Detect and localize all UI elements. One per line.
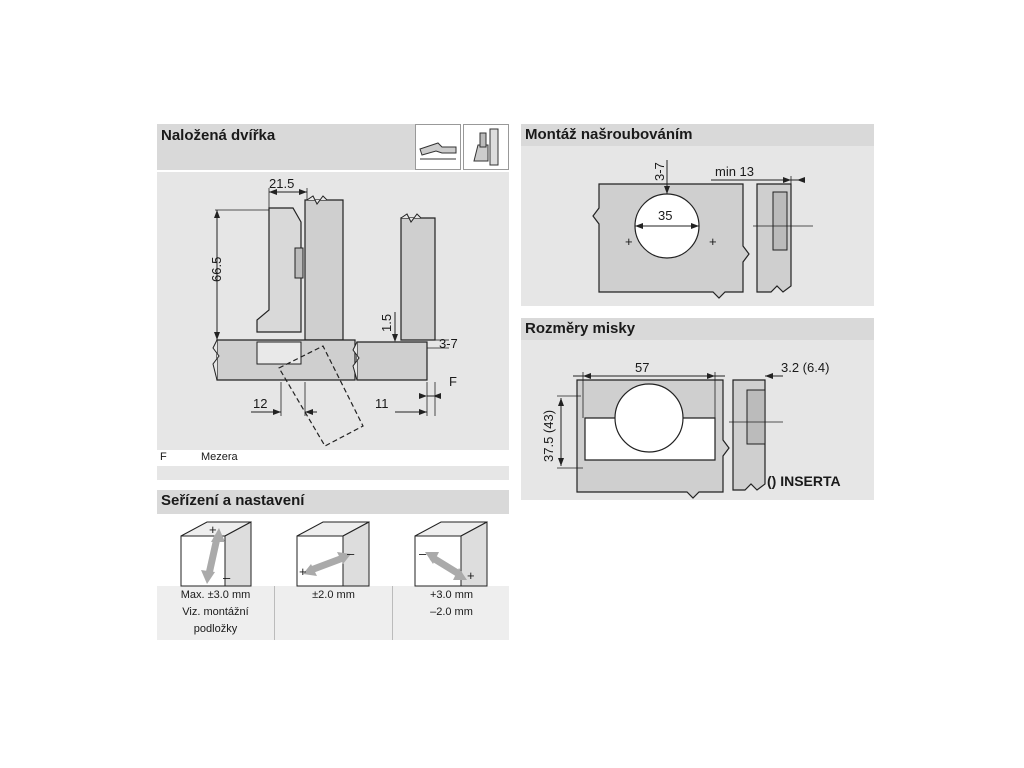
dim-12: 12 xyxy=(253,396,267,411)
adjust-2-minus: – xyxy=(347,546,355,561)
adjust-2-plus: + xyxy=(299,564,307,579)
hinge-side-view-icon xyxy=(473,128,499,166)
mount-dim-min-13: min 13 xyxy=(715,164,754,179)
overlay-title: Naložená dvířka xyxy=(157,124,415,170)
cup-title: Rozměry misky xyxy=(521,318,874,340)
mount-title: Montáž našroubováním xyxy=(521,124,874,146)
mount-diagram: + + 3-7 min 13 35 xyxy=(592,160,813,299)
dim-11: 11 xyxy=(375,396,389,411)
dim-1-5: 1.5 xyxy=(379,314,394,332)
hinge-top-view-icon xyxy=(419,142,457,160)
adjust-caption-2: ±2.0 mm xyxy=(312,589,355,601)
dim-3-7: 3-7 xyxy=(439,336,458,351)
adjust-depth-illustration: + – xyxy=(296,521,370,587)
overlay-footer-strip xyxy=(157,466,509,480)
dim-21-5: 21.5 xyxy=(269,176,294,191)
overlay-icon-box-2 xyxy=(463,124,509,170)
adjust-caption-1: Max. ±3.0 mm Viz. montážní podložky xyxy=(180,589,251,635)
cup-note-inserta: () INSERTA xyxy=(767,473,841,489)
mount-dim-3-7: 3-7 xyxy=(652,162,667,181)
adjust-side-illustration: – + xyxy=(414,521,488,587)
cup-dim-height: 37.5 (43) xyxy=(541,410,556,462)
adjust-3-plus: + xyxy=(467,568,475,583)
adjust-1-minus: – xyxy=(223,570,231,585)
adjust-title: Seřízení a nastavení xyxy=(157,490,509,514)
mount-plus-right: + xyxy=(709,234,717,249)
dim-66-5: 66.5 xyxy=(209,257,224,282)
adjust-vertical-illustration: + – xyxy=(180,521,252,587)
adjust-3-minus: – xyxy=(419,546,427,561)
overlay-legend-row xyxy=(157,450,509,466)
mount-plus-left: + xyxy=(625,234,633,249)
adjust-1-plus: + xyxy=(209,522,217,537)
dim-f: F xyxy=(449,374,457,389)
legend-label: Mezera xyxy=(201,451,238,463)
cup-dim-depth: 3.2 (6.4) xyxy=(781,360,829,375)
cup-dim-57: 57 xyxy=(635,360,649,375)
adjust-caption-3: +3.0 mm –2.0 mm xyxy=(429,589,474,618)
overlay-diagram: 21.5 66.5 1.5 3-7 12 11 F xyxy=(209,176,458,447)
overlay-icon-box-1 xyxy=(415,124,461,170)
mount-dim-35: 35 xyxy=(658,208,672,223)
legend-key: F xyxy=(160,451,167,463)
cup-diagram: 57 37.5 (43) 3.2 (6.4) () INSERTA xyxy=(541,360,841,499)
